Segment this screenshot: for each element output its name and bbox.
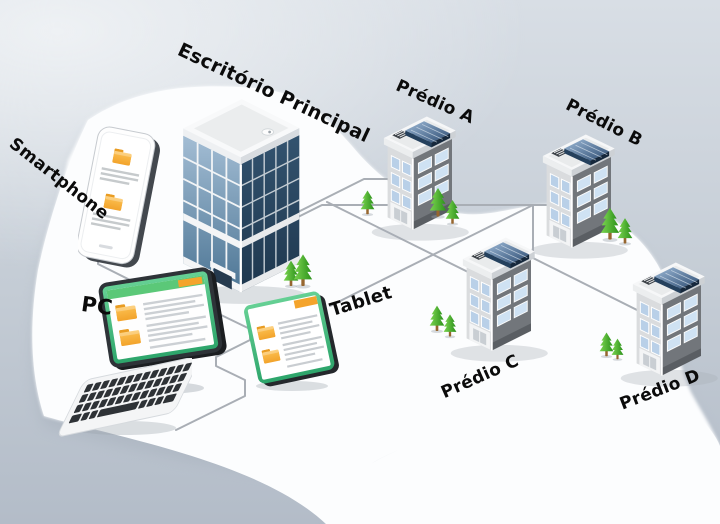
tree-icon — [360, 188, 375, 218]
keyboard-icon — [58, 356, 200, 437]
smartphone-device — [76, 126, 160, 274]
office-building-icon — [621, 263, 718, 387]
desktop-monitor-icon — [98, 267, 227, 370]
tree-icon — [443, 310, 457, 342]
tree-icon — [611, 334, 624, 365]
smartphone-icon — [76, 126, 160, 268]
tablet-device — [244, 290, 340, 392]
tree-icon — [293, 250, 313, 292]
building-c — [447, 231, 559, 371]
tablet-icon — [244, 291, 339, 387]
line-main-pc — [175, 339, 251, 431]
pc-keyboard — [56, 356, 200, 438]
office-building-icon — [451, 238, 548, 362]
tree-icon — [445, 196, 460, 229]
tree-icon — [617, 214, 633, 249]
building-a — [368, 110, 480, 250]
